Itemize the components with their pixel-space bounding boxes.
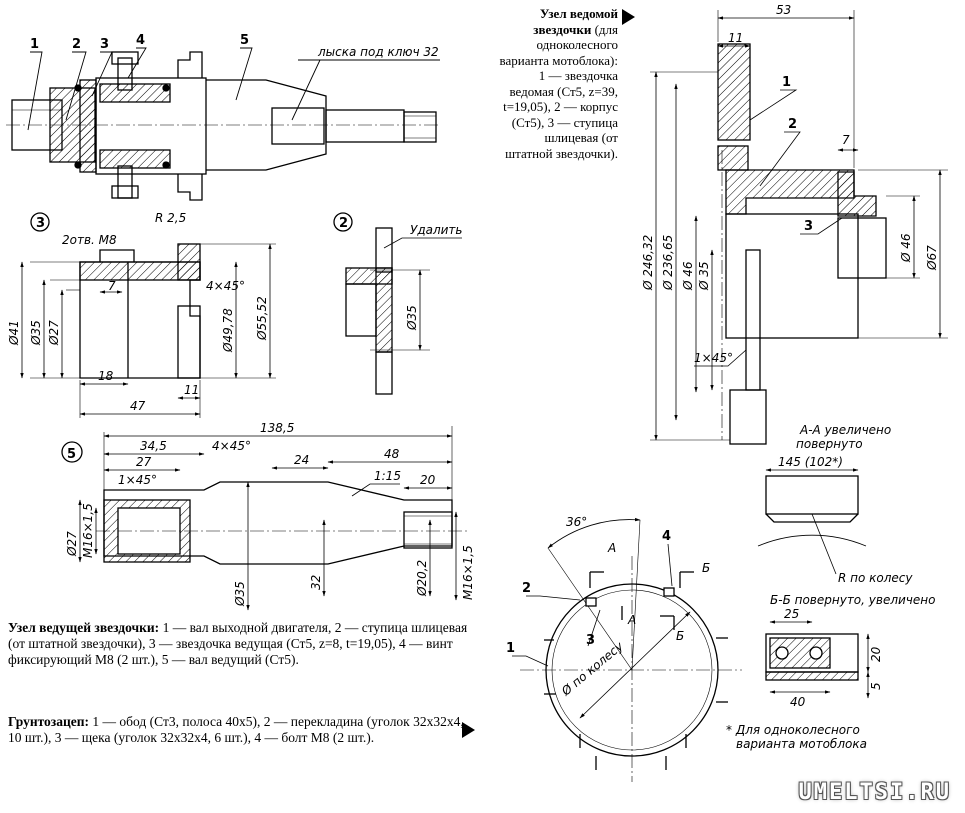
dim-20: 20 xyxy=(420,473,436,487)
section-aa-radius: R по колесу xyxy=(838,571,913,585)
dim-25: 25 xyxy=(784,607,799,621)
dim-d46-right: Ø 46 xyxy=(899,233,913,263)
dim-d24632: Ø 246,32 xyxy=(641,235,655,291)
dim-d4978: Ø49,78 xyxy=(221,308,235,353)
assembly-callout-2: 2 xyxy=(72,37,81,52)
taper-label: 1:15 xyxy=(374,469,401,483)
section-aa-title: А-А увеличено xyxy=(799,423,891,437)
detail-5-tag: 5 xyxy=(67,447,76,462)
flat-note-label: лыска под ключ 32 xyxy=(317,45,439,59)
dim-d46-left: Ø 46 xyxy=(681,261,695,291)
section-mark-b-top: Б xyxy=(702,561,710,575)
detail-2-drawing xyxy=(333,212,462,395)
dim-11: 11 xyxy=(728,31,743,45)
driven-callout-2: 2 xyxy=(788,117,797,132)
holes-label: 2отв. М8 xyxy=(62,233,117,247)
driven-callout-1: 1 xyxy=(782,75,791,90)
section-bb-title: Б-Б повернуто, увеличено xyxy=(770,593,935,607)
drive-caption-text: 1 — вал выходной двигателя, 2 — ступица … xyxy=(8,620,468,667)
drive-assembly-view xyxy=(6,47,440,201)
drive-caption-title: Узел ведущей звездочки: xyxy=(8,620,160,635)
driven-caption-text: (для одноколесного варианта мотоблока): … xyxy=(499,21,618,161)
detail-2-tag: 2 xyxy=(339,216,348,231)
dim-d27: Ø27 xyxy=(47,320,61,346)
section-aa-width: 145 (102*) xyxy=(778,455,843,469)
radius-label: R 2,5 xyxy=(155,211,186,225)
dim-l7: 7 xyxy=(108,279,116,293)
dim-40: 40 xyxy=(790,695,806,709)
dim-d5552: Ø55,52 xyxy=(255,296,269,341)
drive-sprocket-caption: Узел ведущей звездочки: 1 — вал выходной… xyxy=(8,620,478,668)
chamfer-4x45: 4×45° xyxy=(212,439,251,453)
dim-48: 48 xyxy=(384,447,400,461)
detail-3-drawing xyxy=(20,212,276,418)
dim-len-1385: 138,5 xyxy=(260,421,294,435)
driven-caption-title: Узел ведомой звездочки xyxy=(533,6,618,37)
pointer-triangle-icon xyxy=(622,9,635,25)
wheel-callout-2: 2 xyxy=(522,581,531,596)
section-mark-a-top: А xyxy=(607,541,616,555)
dim-d27-shaft: Ø27 xyxy=(65,531,79,557)
section-mark-a-bottom: А xyxy=(627,613,636,627)
footnote-line1: * Для одноколесного xyxy=(726,723,860,737)
dim-d67: Ø67 xyxy=(925,245,939,271)
wheel-callout-1: 1 xyxy=(506,641,515,656)
section-mark-b-bottom: Б xyxy=(676,629,684,643)
detail-5-drawing xyxy=(61,426,468,611)
chamfer-1x45-driven: 1×45° xyxy=(694,351,733,365)
dim-345: 34,5 xyxy=(140,439,167,453)
driven-sprocket-drawing xyxy=(650,10,948,445)
assembly-callout-5: 5 xyxy=(240,33,249,48)
dim-7: 7 xyxy=(842,133,850,147)
grip-caption: Грунтозацеп: 1 — обод (Ст3, полоса 40х5)… xyxy=(8,714,478,746)
watermark: UMELTSI.RU xyxy=(798,780,951,805)
pointer-triangle-icon xyxy=(462,722,475,738)
dim-5-bb: 5 xyxy=(869,682,883,690)
dim-l47: 47 xyxy=(130,399,146,413)
grip-caption-title: Грунтозацеп: xyxy=(8,714,90,729)
remove-label: Удалить xyxy=(410,223,463,237)
dim-53: 53 xyxy=(776,3,791,17)
assembly-callout-1: 1 xyxy=(30,37,39,52)
chamfer-label: 4×45° xyxy=(206,279,245,293)
wheel-callout-4: 4 xyxy=(662,529,671,544)
dim-l11: 11 xyxy=(184,383,199,397)
dim-d35-left: Ø 35 xyxy=(697,261,711,291)
dim-l18: 18 xyxy=(98,369,114,383)
dim-d41: Ø41 xyxy=(7,320,21,346)
wheel-grip-drawing xyxy=(512,468,870,782)
dim-d35-detail2: Ø35 xyxy=(405,305,419,331)
dim-m16-outer: М16×1,5 xyxy=(461,545,475,600)
dim-27: 27 xyxy=(136,455,152,469)
dim-32-flat: 32 xyxy=(309,575,323,590)
driven-callout-3: 3 xyxy=(804,219,813,234)
dim-d35: Ø35 xyxy=(29,320,43,346)
assembly-callout-4: 4 xyxy=(136,33,145,48)
detail-3-tag: 3 xyxy=(36,216,45,231)
chamfer-1x45: 1×45° xyxy=(118,473,157,487)
assembly-callout-3: 3 xyxy=(100,37,109,52)
angle-36: 36° xyxy=(566,515,587,529)
footnote-line2: варианта мотоблока xyxy=(736,737,867,751)
dim-m16-inner: М16×1,5 xyxy=(81,503,95,558)
dim-d202: Ø20,2 xyxy=(415,560,429,597)
wheel-callout-3: 3 xyxy=(586,633,595,648)
driven-sprocket-caption: Узел ведомой звездочки (для одноколесног… xyxy=(496,6,618,161)
dim-d23665: Ø 236,65 xyxy=(661,235,675,291)
dim-20-bb: 20 xyxy=(869,646,883,662)
dim-24: 24 xyxy=(294,453,309,467)
section-aa-sub: повернуто xyxy=(796,437,863,451)
dim-d35-shaft: Ø35 xyxy=(233,581,247,607)
grip-caption-text: 1 — обод (Ст3, полоса 40х5), 2 — перекла… xyxy=(8,714,464,745)
